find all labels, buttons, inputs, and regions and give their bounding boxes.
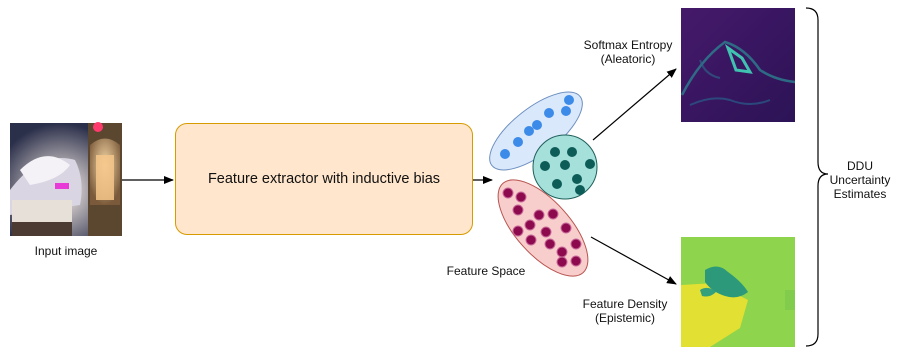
teal-cluster-point (575, 185, 585, 195)
blue-cluster-point (561, 106, 571, 116)
red-cluster-point (560, 222, 572, 234)
blue-cluster-point (500, 149, 510, 159)
arrow-to-softmax-entropy (592, 68, 677, 141)
teal-cluster-point (552, 179, 562, 189)
softmax-entropy-subtitle: (Aleatoric) (600, 52, 656, 66)
softmax-entropy-map (680, 8, 796, 122)
arrow-to-feature-density (590, 236, 677, 285)
teal-cluster-point (550, 147, 560, 157)
teal-cluster-point (572, 174, 582, 184)
feature-density-title: Feature Density (582, 297, 668, 311)
teal-cluster-point (585, 159, 595, 169)
red-cluster-point (547, 208, 559, 220)
red-cluster-point (512, 225, 524, 237)
ddu-label-line3: Estimates (833, 187, 887, 201)
red-cluster-point (512, 204, 524, 216)
blue-cluster-point (524, 126, 534, 136)
feature-space-caption: Feature Space (446, 264, 526, 278)
teal-cluster-point (567, 147, 577, 157)
teal-cluster-point (540, 161, 550, 171)
red-cluster-point (556, 246, 568, 258)
red-cluster-point (524, 219, 536, 231)
red-cluster-point (570, 255, 582, 267)
red-cluster-point (502, 187, 514, 199)
ddu-label-line1: DDU (847, 159, 873, 173)
blue-cluster-points (500, 95, 574, 159)
red-cluster-point (556, 256, 568, 268)
red-cluster-point (540, 226, 552, 238)
red-cluster-point (544, 238, 556, 250)
ddu-brace (805, 7, 829, 347)
red-cluster-point (515, 191, 527, 203)
red-cluster-point (570, 238, 582, 250)
blue-cluster-point (544, 108, 554, 118)
feature-density-map (681, 237, 795, 347)
feature-space-clusters (489, 91, 598, 277)
feature-extractor-label: Feature extractor with inductive bias (207, 171, 441, 187)
blue-cluster-point (532, 120, 542, 130)
red-cluster-points (502, 187, 582, 268)
input-image (10, 122, 122, 236)
feature-density-subtitle: (Epistemic) (594, 311, 655, 325)
feature-extractor-box: Feature extractor with inductive bias (175, 123, 473, 235)
blue-cluster-point (513, 137, 523, 147)
blue-cluster-point (564, 95, 574, 105)
teal-cluster-points (540, 147, 595, 195)
red-cluster-point (525, 234, 537, 246)
ddu-label-line2: Uncertainty (829, 173, 891, 187)
red-cluster-point (533, 209, 545, 221)
teal-cluster-point (560, 160, 570, 170)
input-image-caption: Input image (34, 244, 98, 258)
softmax-entropy-title: Softmax Entropy (583, 38, 673, 52)
